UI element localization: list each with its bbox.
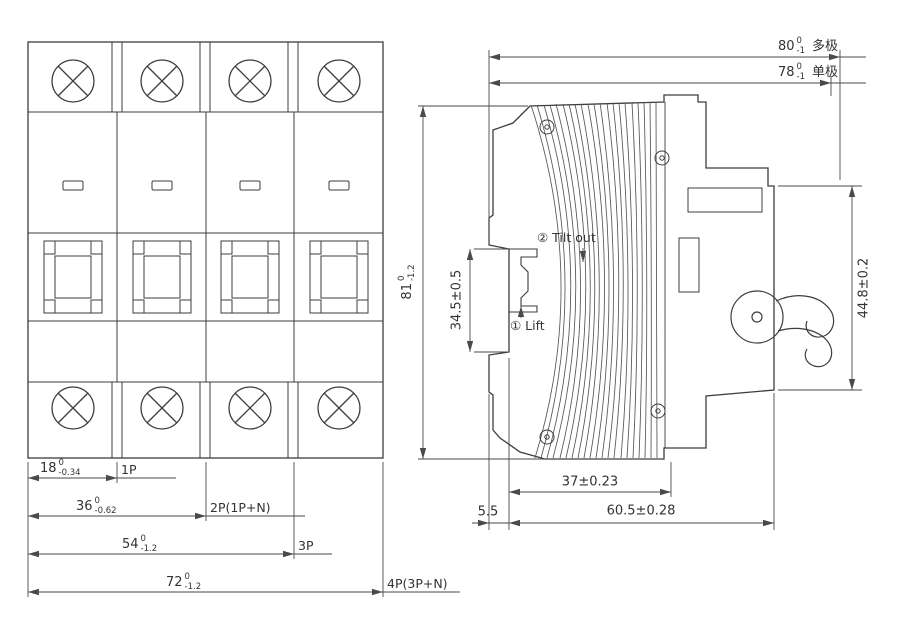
dim-depth-singlepole-value: 78 xyxy=(778,65,795,81)
annotation-lift: ① Lift xyxy=(510,317,545,333)
dim-width-3p: 54 0 -1.2 xyxy=(122,534,158,555)
dim-height-81-value: 81 xyxy=(400,283,416,300)
dim-depth-60-5: 60.5±0.28 xyxy=(606,503,676,519)
dim-depth-multipole-label: 多极 xyxy=(812,39,839,55)
dim-width-1p-value: 18 xyxy=(40,461,57,477)
dim-front-height: 44.8±0.2 xyxy=(856,257,872,319)
handle-pivot-and-lever xyxy=(730,290,835,368)
assembly-screw-icons xyxy=(539,119,670,445)
dim-width-4p: 72 0 -1.2 xyxy=(166,572,202,593)
dim-width-3p-value: 54 xyxy=(122,537,139,553)
side-body-outline xyxy=(488,94,775,460)
dim-depth-singlepole-tolerance: 0 -1 xyxy=(796,62,806,82)
dim-rail-offset: 5.5 xyxy=(477,504,499,520)
ribbed-surface-lines xyxy=(530,101,658,459)
side-view-linework xyxy=(488,94,835,460)
dim-width-1p: 18 0 -0.34 xyxy=(40,458,81,479)
front-view-linework xyxy=(27,41,384,459)
dim-width-2p: 36 0 -0.62 xyxy=(76,496,117,517)
screw-terminal-icons-bottom xyxy=(51,386,361,430)
dim-width-4p-value: 72 xyxy=(166,575,183,591)
dim-width-2p-value: 36 xyxy=(76,499,93,515)
dim-depth-multipole-value: 80 xyxy=(778,39,795,55)
dim-width-1p-tolerance: 0 -0.34 xyxy=(58,458,81,478)
din-rail-section xyxy=(509,248,538,313)
dim-depth-multipole: 80 0 -1 多极 xyxy=(778,36,839,57)
dim-height-81: 81 0 -1.2 xyxy=(397,264,418,300)
dim-label-4p: 4P(3P+N) xyxy=(387,575,448,591)
dim-label-3p: 3P xyxy=(298,537,314,553)
dimension-linework xyxy=(27,50,866,597)
toggle-window-icons xyxy=(62,180,350,191)
dim-width-2p-tolerance: 0 -0.62 xyxy=(94,496,117,516)
dim-width-4p-tolerance: 0 -1.2 xyxy=(184,572,202,592)
dim-bottom-recess: 37±0.23 xyxy=(561,474,619,490)
dim-rail-height: 34.5±0.5 xyxy=(449,269,465,331)
dim-label-1p: 1P xyxy=(121,461,137,477)
dim-depth-singlepole: 78 0 -1 单极 xyxy=(778,62,839,83)
dim-width-3p-tolerance: 0 -1.2 xyxy=(140,534,158,554)
dim-label-2p: 2P(1P+N) xyxy=(210,499,271,515)
dim-depth-multipole-tolerance: 0 -1 xyxy=(796,36,806,56)
dim-height-81-tolerance: 0 -1.2 xyxy=(397,264,417,282)
screw-terminal-icons-top xyxy=(51,59,361,103)
annotation-tilt-out: ② Tilt out xyxy=(537,229,596,245)
dim-depth-singlepole-label: 单极 xyxy=(812,65,839,81)
mounting-band-details xyxy=(43,240,369,314)
